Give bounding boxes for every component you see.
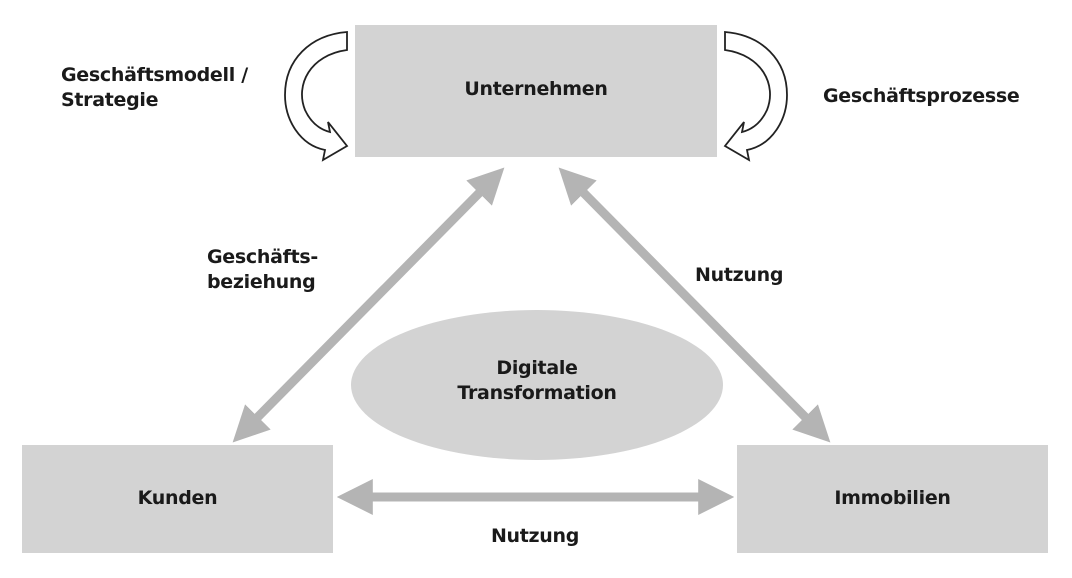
business-relationship-label: Geschäfts- beziehung: [207, 245, 318, 295]
business-relationship-line-2: beziehung: [207, 271, 316, 293]
business-relationship-arrow: [232, 167, 505, 443]
center-line-2: Transformation: [457, 382, 617, 404]
usage-bottom-label: Nutzung: [490, 525, 580, 547]
real-estate-box: [737, 445, 1048, 553]
business-model-curved-arrow-icon: [284, 31, 349, 162]
real-estate-label: Immobilien: [834, 487, 951, 509]
business-processes-label: Geschäftsprozesse: [823, 85, 1020, 107]
business-relationship-line-1: Geschäfts-: [207, 246, 318, 268]
customers-label: Kunden: [137, 487, 218, 509]
business-model-line-1: Geschäftsmodell /: [61, 64, 248, 86]
digital-transformation-label: Digitale Transformation: [400, 356, 674, 406]
usage-right-label: Nutzung: [695, 264, 784, 286]
business-processes-curved-arrow-icon: [723, 31, 788, 162]
business-model-label: Geschäftsmodell / Strategie: [61, 63, 248, 113]
company-label: Unternehmen: [464, 78, 608, 100]
company-box: [355, 25, 717, 157]
customers-box: [22, 445, 333, 553]
usage-diagonal-arrow: [558, 167, 831, 443]
center-line-1: Digitale: [496, 357, 578, 379]
business-model-line-2: Strategie: [61, 89, 159, 111]
